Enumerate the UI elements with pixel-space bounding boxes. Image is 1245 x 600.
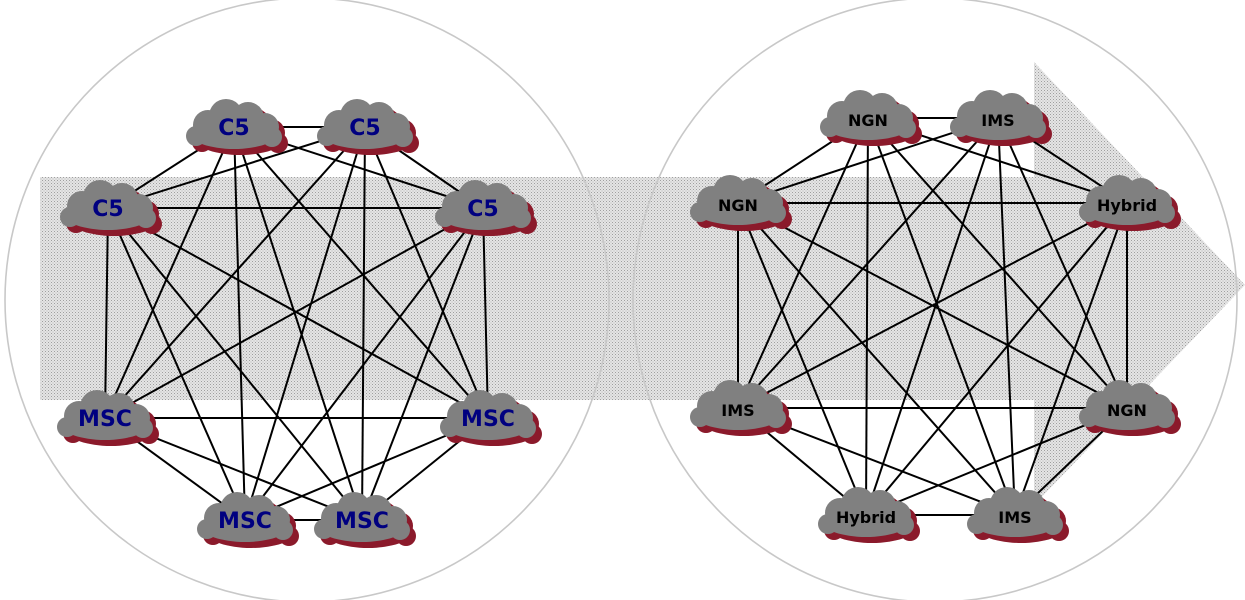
left-mesh-links bbox=[104, 126, 489, 521]
right-link-3-5 bbox=[865, 407, 1128, 516]
node-label: MSC bbox=[78, 407, 132, 432]
right-network-boundary bbox=[632, 0, 1238, 600]
node-label: MSC bbox=[461, 407, 515, 432]
right-link-1-4 bbox=[997, 117, 1016, 516]
right_network-node-ims-bottom: IMS bbox=[967, 487, 1069, 543]
right_network-node-ims-left: IMS bbox=[690, 380, 792, 436]
left_network-node-c5-top-left: C5 bbox=[186, 99, 288, 155]
left-link-1-5 bbox=[244, 126, 366, 521]
right-link-3-7 bbox=[737, 202, 1128, 409]
node-label: NGN bbox=[718, 196, 758, 215]
right-link-5-7 bbox=[737, 202, 867, 516]
left-network-boundary bbox=[4, 0, 610, 600]
left-link-5-7 bbox=[107, 207, 246, 521]
left_network-node-c5-top-right: C5 bbox=[317, 99, 419, 155]
left-link-2-3 bbox=[482, 207, 489, 419]
left-link-2-6 bbox=[104, 207, 484, 419]
right_network-node-ngn-left: NGN bbox=[690, 175, 792, 231]
right_network-node-hybrid-bottom: Hybrid bbox=[818, 487, 920, 543]
left_network-node-msc-bottom-left: MSC bbox=[197, 492, 299, 548]
node-label: NGN bbox=[848, 111, 888, 130]
left-link-1-6 bbox=[104, 126, 366, 419]
left_network-node-c5-right: C5 bbox=[435, 180, 537, 236]
right_network-node-ngn-top: NGN bbox=[820, 90, 922, 146]
node-label: MSC bbox=[218, 509, 272, 534]
left_network-node-msc-right: MSC bbox=[440, 390, 542, 446]
right-link-0-3 bbox=[867, 117, 1128, 409]
right-link-0-4 bbox=[867, 117, 1016, 516]
node-label: Hybrid bbox=[836, 508, 896, 527]
right-link-1-6 bbox=[737, 117, 999, 409]
node-label: C5 bbox=[92, 197, 123, 222]
right_network-node-ims-top: IMS bbox=[950, 90, 1052, 146]
right_network-node-hybrid-right: Hybrid bbox=[1079, 175, 1181, 231]
left-link-6-7 bbox=[104, 207, 109, 419]
left-link-4-7 bbox=[107, 207, 363, 521]
left-link-1-3 bbox=[364, 126, 489, 419]
right-mesh-links bbox=[737, 117, 1128, 516]
left_network-node-c5-left: C5 bbox=[60, 180, 162, 236]
right_network-node-ngn-right: NGN bbox=[1079, 380, 1181, 436]
right-link-2-4 bbox=[1014, 202, 1128, 516]
left_network-node-msc-bottom-right: MSC bbox=[314, 492, 416, 548]
node-label: IMS bbox=[998, 508, 1031, 527]
node-label: C5 bbox=[349, 116, 380, 141]
right-link-0-6 bbox=[737, 117, 869, 409]
right-link-1-3 bbox=[997, 117, 1128, 409]
right-link-0-5 bbox=[865, 117, 869, 516]
node-label: MSC bbox=[335, 509, 389, 534]
left-link-2-4 bbox=[361, 207, 484, 521]
left-link-3-7 bbox=[107, 207, 489, 419]
node-label: C5 bbox=[218, 116, 249, 141]
node-label: IMS bbox=[981, 111, 1014, 130]
right-link-1-5 bbox=[865, 117, 999, 516]
left_network-node-msc-left: MSC bbox=[57, 390, 159, 446]
left-link-1-4 bbox=[361, 126, 366, 521]
node-label: C5 bbox=[467, 197, 498, 222]
left-link-0-5 bbox=[233, 126, 246, 521]
right-link-4-7 bbox=[737, 202, 1016, 516]
node-label: IMS bbox=[721, 401, 754, 420]
node-label: NGN bbox=[1107, 401, 1147, 420]
left-link-0-3 bbox=[233, 126, 489, 419]
left-link-0-4 bbox=[233, 126, 363, 521]
right-link-2-5 bbox=[865, 202, 1128, 516]
left-link-2-5 bbox=[244, 207, 484, 521]
node-label: Hybrid bbox=[1097, 196, 1157, 215]
